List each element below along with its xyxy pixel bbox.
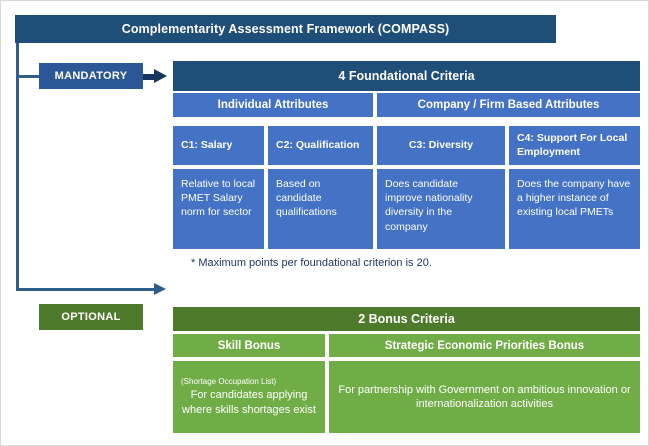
page-title: Complementarity Assessment Framework (CO… [121, 22, 450, 36]
criterion-title-c4-text: C4: Support For Local Employment [517, 132, 628, 158]
label-mandatory: MANDATORY [39, 63, 143, 89]
group-header-company-label: Company / Firm Based Attributes [417, 99, 600, 111]
bonus-body-skill-text: For candidates applying where skills sho… [182, 389, 316, 416]
bonus-header-text: 2 Bonus Criteria [358, 312, 455, 326]
foundational-header-text: 4 Foundational Criteria [338, 69, 475, 83]
arrow-right-icon-mandatory [154, 69, 167, 83]
criterion-body-c2: Based on candidate qualifications [268, 169, 373, 249]
criterion-body-c1-text: Relative to local PMET Salary norm for s… [181, 178, 256, 219]
criterion-title-c3-text: C3: Diversity [408, 138, 474, 151]
bonus-title-strategic: Strategic Economic Priorities Bonus [329, 334, 640, 357]
criterion-title-c4: C4: Support For Local Employment [509, 126, 640, 165]
connector-vertical-line [16, 43, 19, 291]
criterion-title-c3: C3: Diversity [377, 126, 505, 165]
bonus-title-skill-text: Skill Bonus [217, 339, 281, 352]
criterion-title-c2-text: C2: Qualification [276, 138, 360, 151]
bonus-body-strategic: For partnership with Government on ambit… [329, 361, 640, 433]
arrow-right-icon-mandatory-stem [141, 73, 155, 80]
label-optional: OPTIONAL [39, 304, 143, 330]
bonus-title-skill: Skill Bonus [173, 334, 325, 357]
criterion-title-c2: C2: Qualification [268, 126, 373, 165]
group-header-individual-attributes: Individual Attributes [173, 93, 373, 117]
criterion-body-c2-text: Based on candidate qualifications [276, 178, 337, 219]
bonus-title-strategic-text: Strategic Economic Priorities Bonus [384, 339, 585, 352]
framework-title-bar: Complementarity Assessment Framework (CO… [15, 15, 556, 43]
foundational-footnote: * Maximum points per foundational criter… [191, 257, 432, 269]
bonus-body-skill: (Shortage Occupation List) For candidate… [173, 361, 325, 433]
criterion-body-c4-text: Does the company have a higher instance … [517, 178, 631, 219]
criterion-body-c3-text: Does candidate improve nationality diver… [385, 178, 473, 233]
bonus-criteria-header: 2 Bonus Criteria [173, 307, 640, 331]
bonus-body-strategic-text: For partnership with Government on ambit… [338, 383, 631, 410]
group-header-individual-label: Individual Attributes [217, 99, 329, 111]
criterion-body-c3: Does candidate improve nationality diver… [377, 169, 505, 249]
criterion-body-c4: Does the company have a higher instance … [509, 169, 640, 249]
label-optional-text: OPTIONAL [61, 311, 121, 323]
criterion-title-c1: C1: Salary [173, 126, 264, 165]
criterion-body-c1: Relative to local PMET Salary norm for s… [173, 169, 264, 249]
connector-optional-line [16, 288, 156, 291]
arrow-right-icon-optional [154, 283, 166, 295]
criterion-title-c1-text: C1: Salary [181, 138, 233, 151]
bonus-body-skill-note: (Shortage Occupation List) [181, 377, 277, 386]
foundational-criteria-header: 4 Foundational Criteria [173, 61, 640, 91]
group-header-company-attributes: Company / Firm Based Attributes [377, 93, 640, 117]
label-mandatory-text: MANDATORY [54, 70, 128, 82]
connector-mandatory-stub [16, 75, 41, 78]
